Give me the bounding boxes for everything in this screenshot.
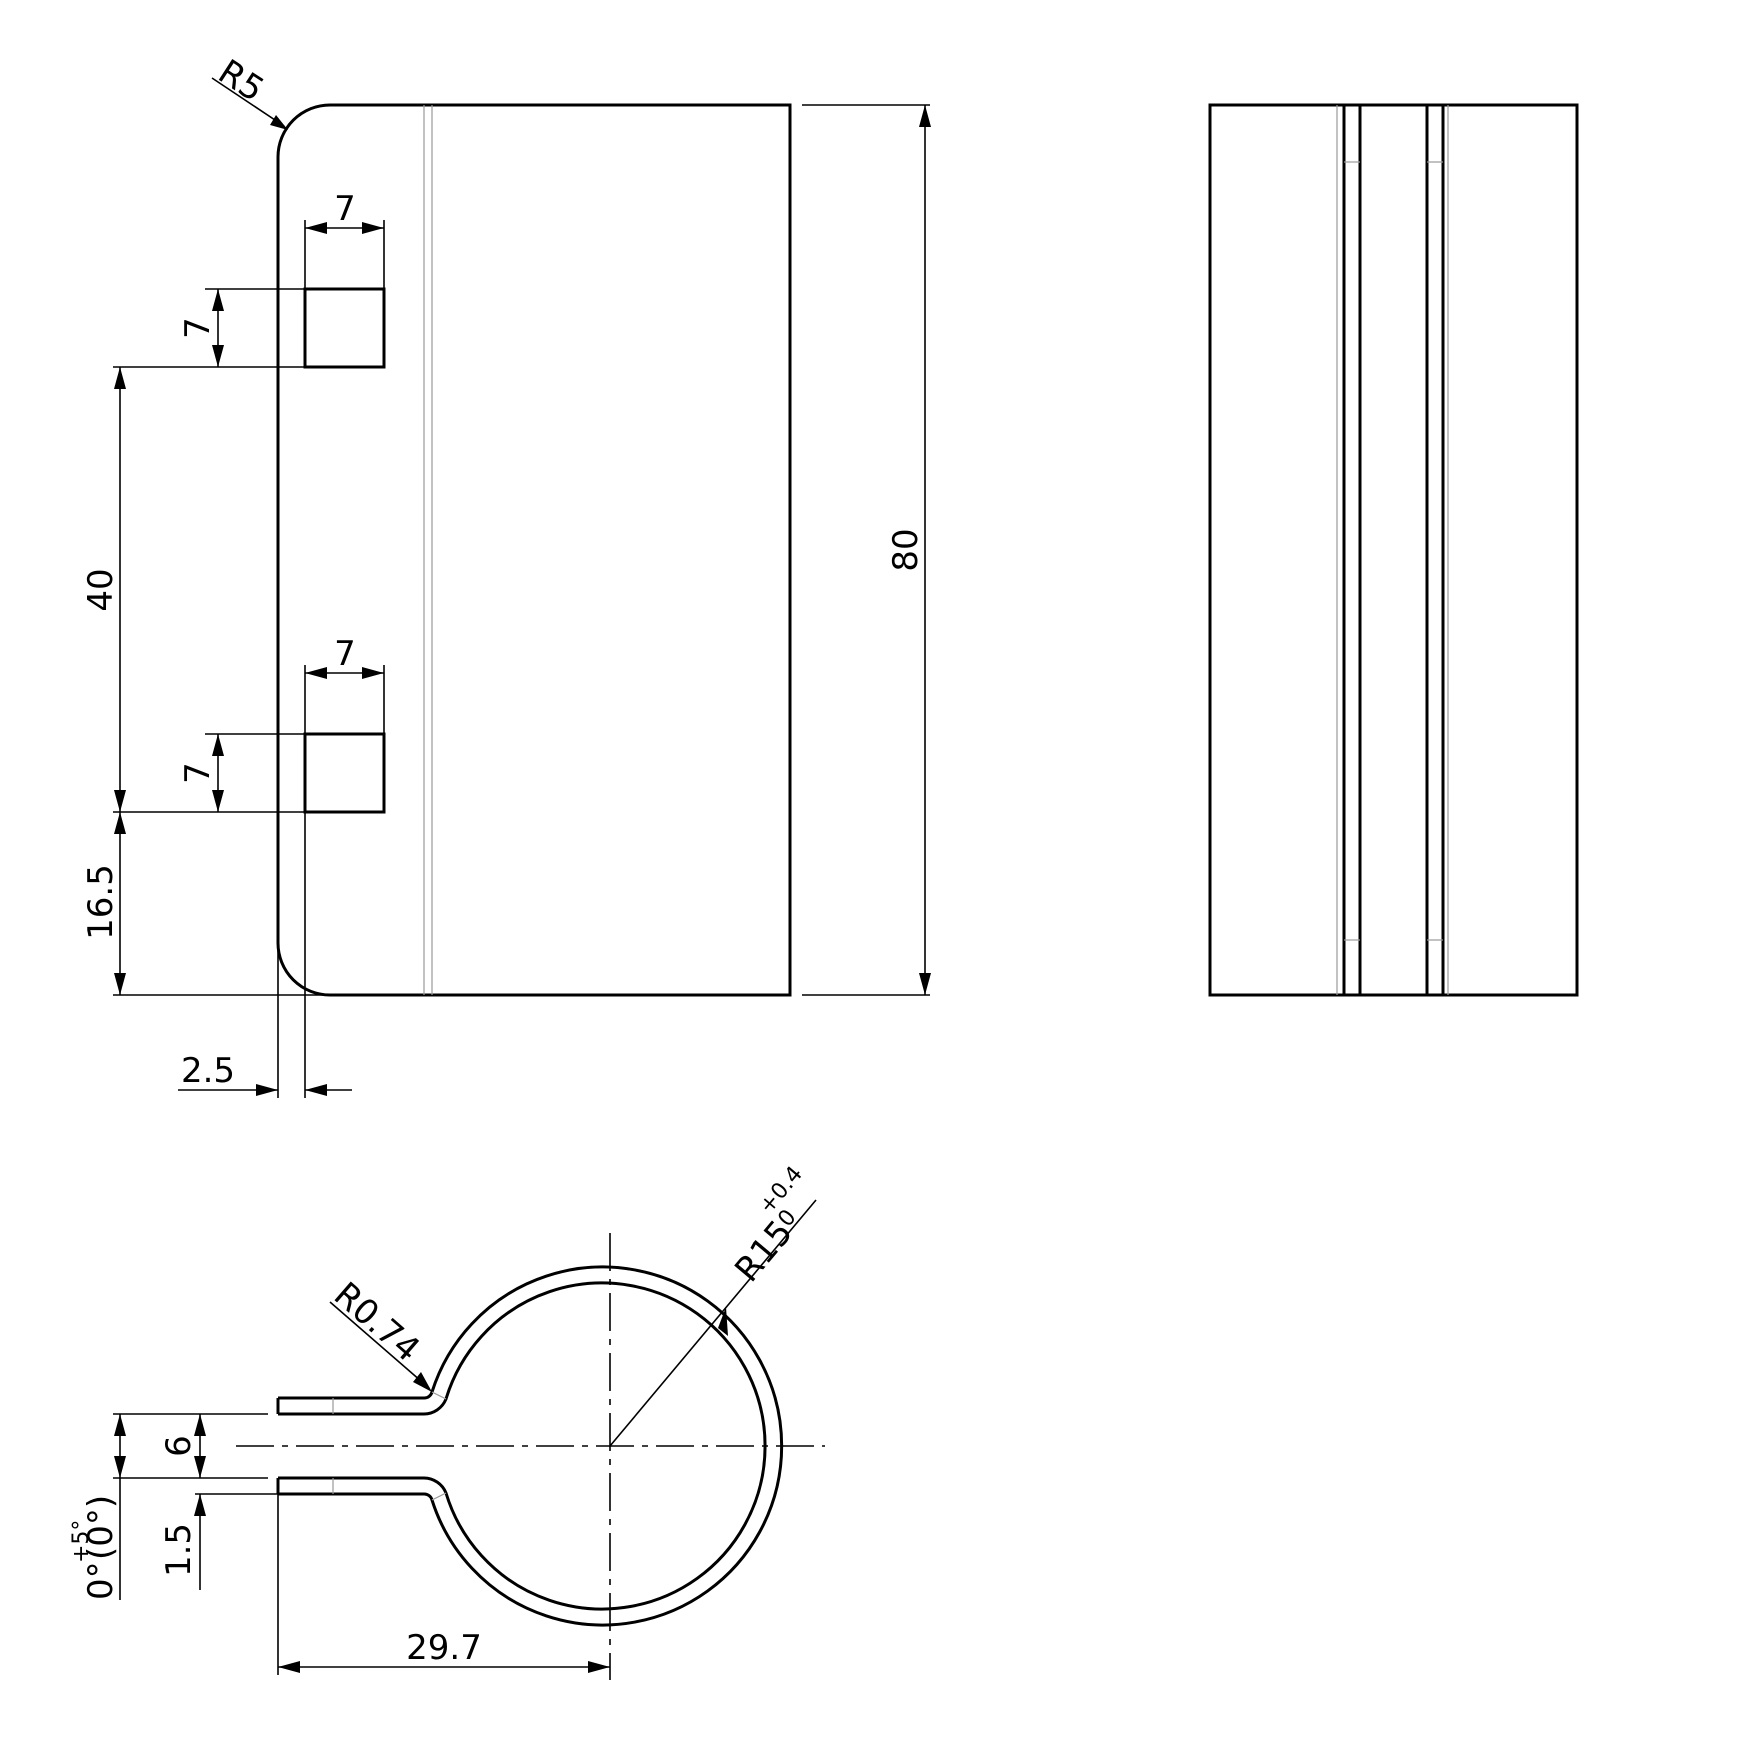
dim-hole-width-bottom: 7 [334,634,356,674]
square-hole-bottom [303,732,386,814]
profile-view-dimensions: R0.74 R15 +0.4 0 6 1.5 0° +5° (0°) 29.7 [69,1162,817,1675]
dim-bend-radius: R0.74 [326,1275,427,1370]
square-hole-top [303,287,386,369]
dim-thickness: 2.5 [181,1051,235,1091]
front-view [276,103,792,997]
dim-corner-radius: R5 [211,52,271,110]
dim-angle-base: 0° [81,1561,121,1600]
dim-tab-thickness: 1.5 [159,1523,199,1577]
dim-bottom-offset: 16.5 [81,864,121,940]
profile-view [236,1233,825,1680]
dim-angle-tol: +5° [69,1520,94,1563]
dim-hole-spacing: 40 [81,568,121,611]
clip-outer-contour [278,1265,784,1627]
clip-inner-contour [278,1281,767,1611]
side-view [1208,103,1579,997]
dim-hole-height-bottom: 7 [178,762,218,784]
dim-gap: 6 [159,1435,199,1457]
dim-overall-height: 80 [886,528,926,571]
dim-angle-ref: (0°) [81,1495,121,1560]
front-view-dimensions: R5 7 7 40 7 7 [81,52,931,1098]
front-view-outline [276,103,792,997]
dim-hole-height-top: 7 [178,317,218,339]
dim-center-distance: 29.7 [406,1628,482,1668]
side-view-outline [1208,103,1579,997]
dim-hole-width-top: 7 [334,189,356,229]
